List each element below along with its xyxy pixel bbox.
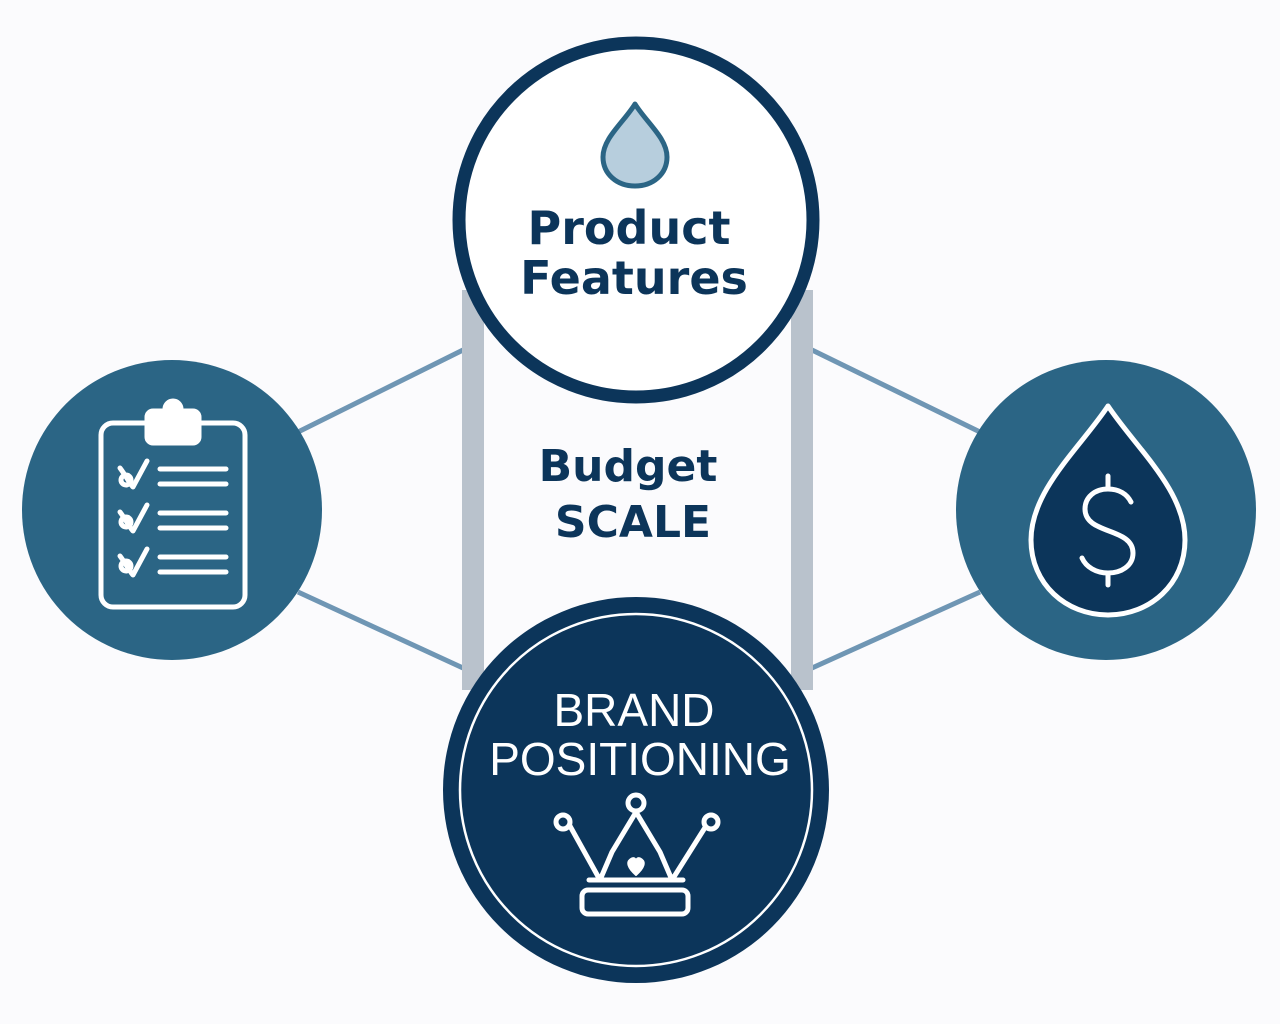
node-brand-positioning-circle xyxy=(443,597,829,983)
center-label: Budget SCALE xyxy=(539,441,718,548)
node-brand-positioning-ring xyxy=(458,612,814,968)
center-label-line2: SCALE xyxy=(555,497,711,548)
connector-right-bottom xyxy=(810,589,982,671)
node-brand-positioning-line1: BRAND xyxy=(553,684,714,736)
crown-icon xyxy=(553,792,721,917)
connector-right-top xyxy=(810,347,982,435)
clipboard-checklist-icon xyxy=(98,398,248,610)
node-product-features-line1: Product xyxy=(528,201,731,255)
node-checklist xyxy=(22,360,322,660)
scale-pillars xyxy=(462,290,813,690)
connectors xyxy=(296,347,982,671)
pillar-right xyxy=(791,290,813,690)
connector-left-bottom xyxy=(296,589,465,671)
node-product-features-line2: Features xyxy=(520,251,748,305)
node-brand-positioning: BRAND POSITIONING xyxy=(443,597,829,983)
dollar-drop-icon xyxy=(1028,403,1188,618)
water-drop-icon xyxy=(600,101,670,189)
node-product-features: Product Features xyxy=(452,36,820,404)
pillar-left xyxy=(462,290,484,690)
node-product-features-circle xyxy=(452,36,820,404)
center-label-line1: Budget xyxy=(539,441,718,492)
node-dollar xyxy=(956,360,1256,660)
connector-left-top xyxy=(296,347,465,435)
node-brand-positioning-line2: POSITIONING xyxy=(489,733,791,785)
